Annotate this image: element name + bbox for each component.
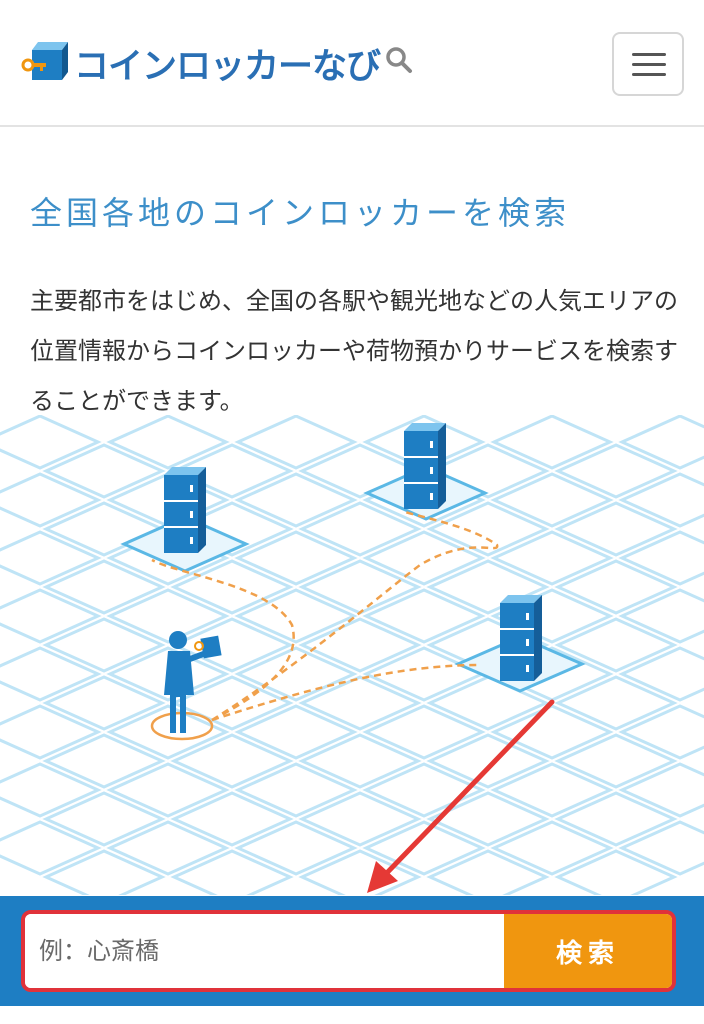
page-title: 全国各地のコインロッカーを検索 (30, 194, 571, 232)
search-button[interactable]: 検索 (504, 914, 672, 988)
person-with-phone-icon (150, 631, 222, 741)
hamburger-menu-button[interactable] (612, 32, 684, 96)
route-lines (151, 509, 499, 722)
locker-map-illustration (0, 415, 704, 895)
search-form: 検索 (21, 910, 676, 992)
site-header: コインロッカーなび (0, 0, 704, 127)
arrow-annotation (367, 699, 555, 893)
intro-text: 主要都市をはじめ、全国の各駅や観光地などの人気エリアの位置情報からコインロッカー… (30, 287, 678, 415)
search-input[interactable] (25, 914, 504, 988)
logo-text: コインロッカーなび (74, 46, 381, 87)
hamburger-icon (632, 53, 666, 56)
search-icon (386, 47, 413, 73)
locker-key-logo-icon (21, 42, 68, 80)
locker-icon (164, 423, 542, 681)
site-logo[interactable]: コインロッカーなび (18, 40, 414, 87)
map-grid-tiles (0, 415, 704, 895)
